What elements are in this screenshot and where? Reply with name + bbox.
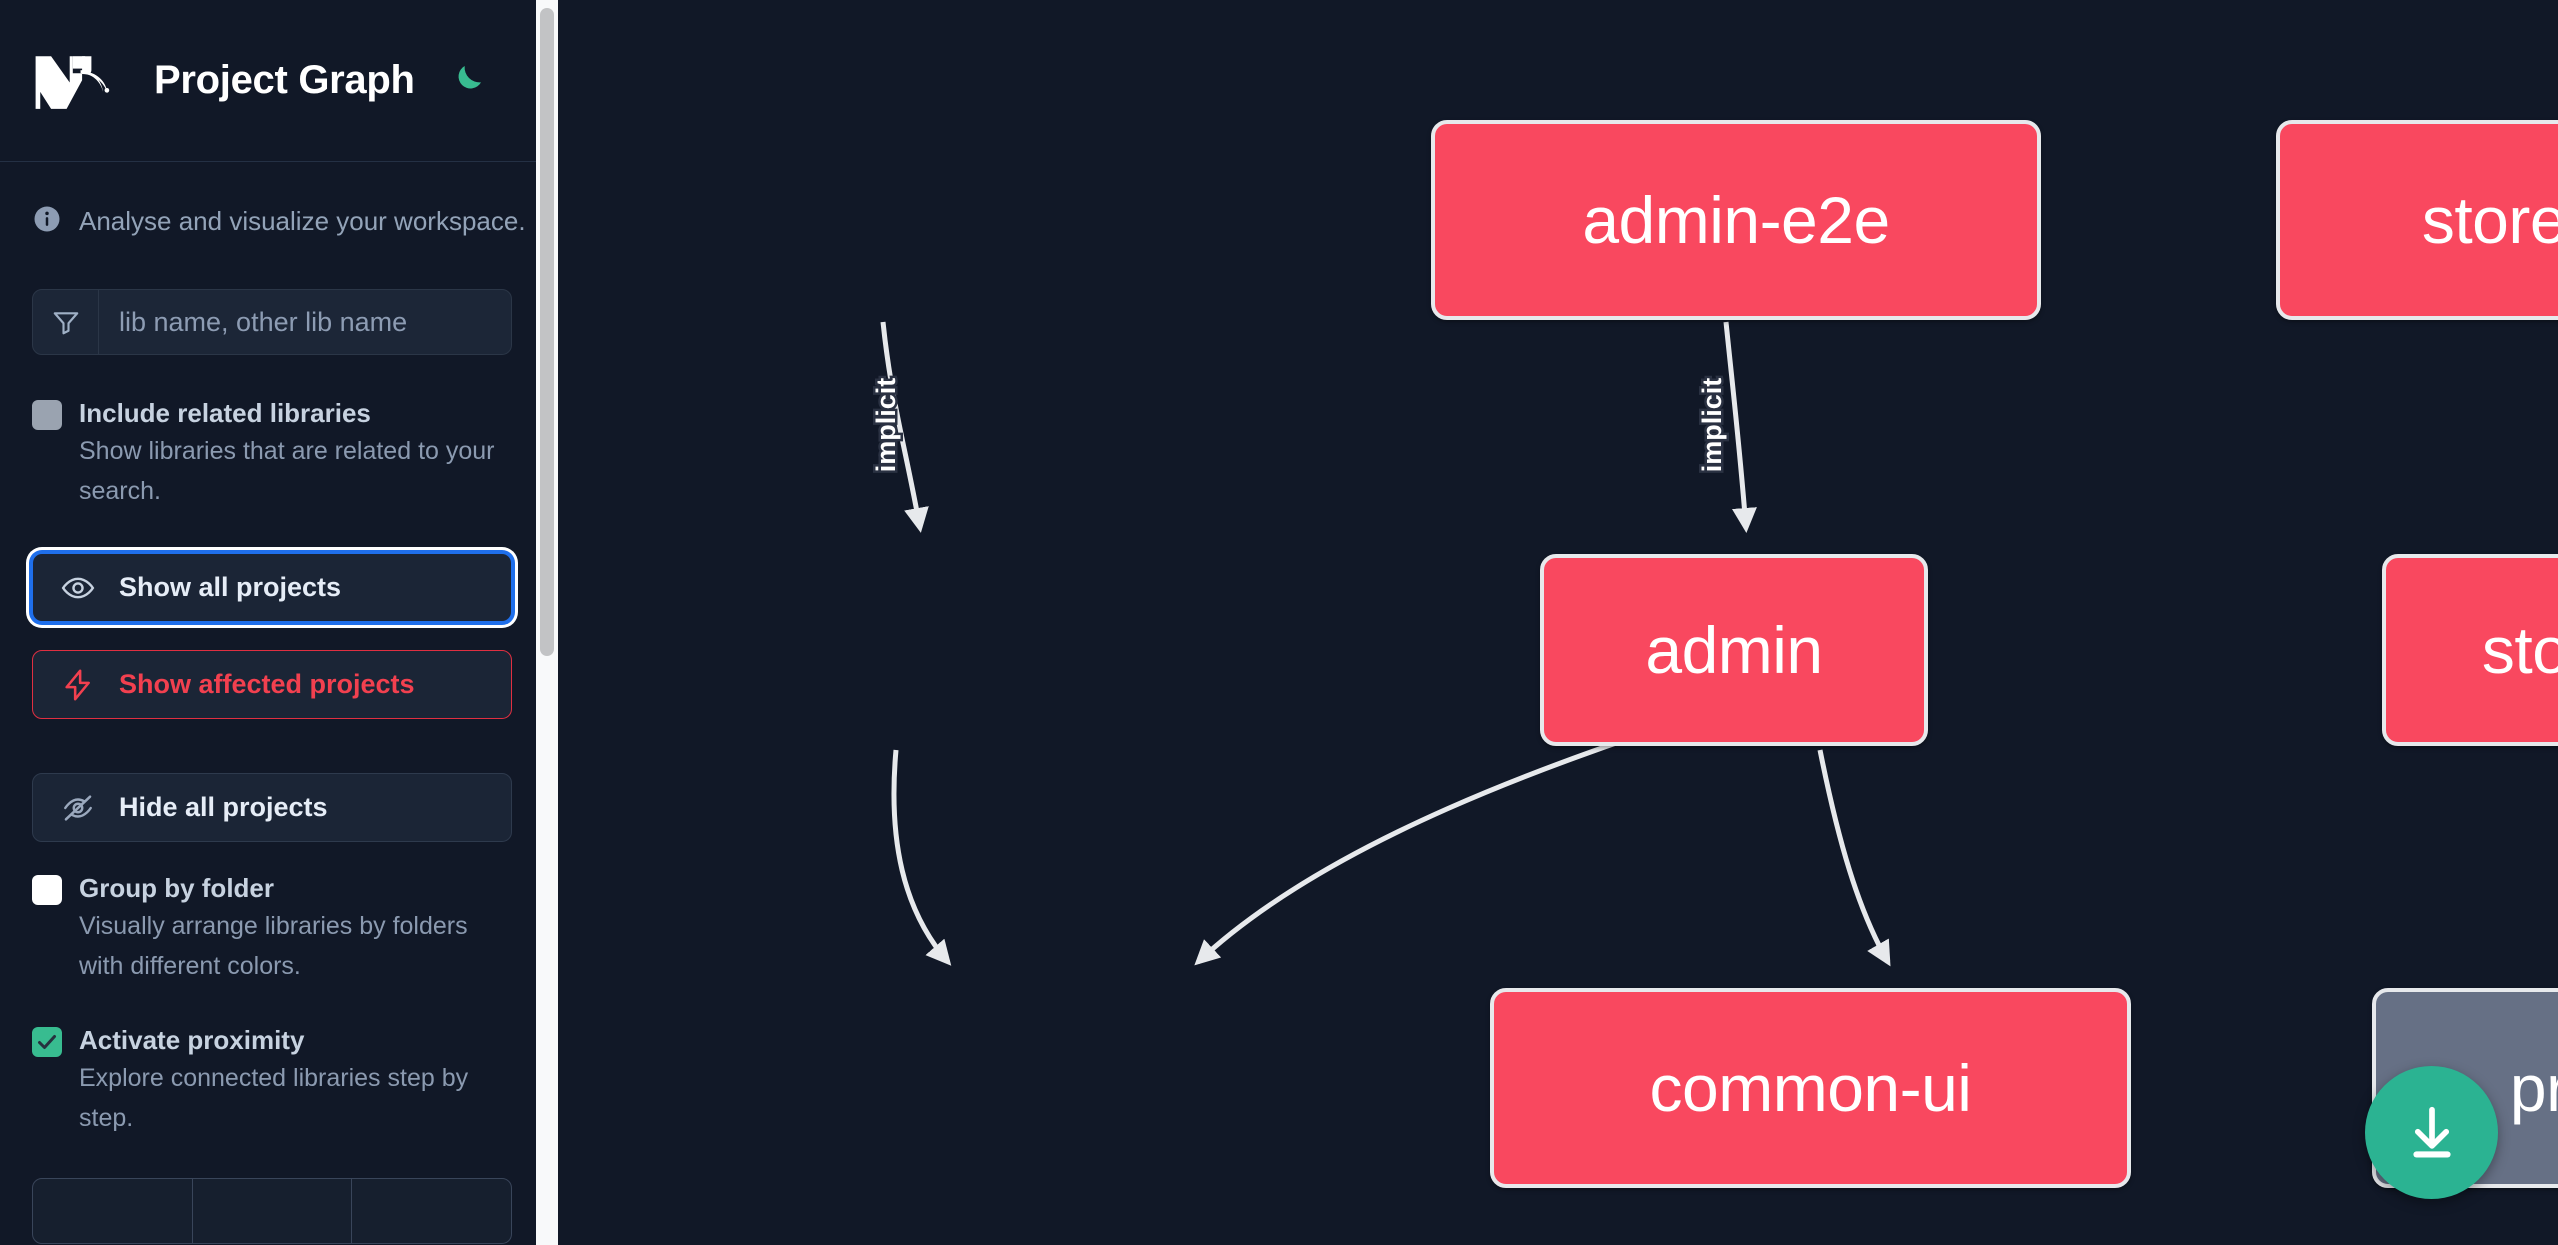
search-section <box>0 239 544 355</box>
option-label: Group by folder <box>79 873 274 903</box>
proximity-segment-1[interactable] <box>33 1179 193 1243</box>
checkbox-include-related-libraries[interactable] <box>32 400 62 430</box>
eye-off-icon <box>59 789 97 827</box>
button-label: Hide all projects <box>119 792 328 822</box>
edge-store-to-products <box>1817 749 1891 967</box>
node-label: store <box>2481 613 2558 687</box>
edge-store-e2e-to-store <box>1723 321 1757 533</box>
graph-canvas[interactable]: implicit implicit admin-e2e store-e2e ad… <box>558 0 2558 1245</box>
option-include-related-libraries[interactable]: Include related libraries Show libraries… <box>0 395 544 511</box>
tagline-text: Analyse and visualize your workspace. <box>79 206 526 236</box>
info-icon <box>32 204 62 239</box>
download-graph-button[interactable] <box>2365 1066 2498 1199</box>
checkbox-group-by-folder[interactable] <box>32 875 62 905</box>
option-label: Include related libraries <box>79 398 371 428</box>
proximity-segment-2[interactable] <box>193 1179 353 1243</box>
node-label: common-ui <box>1649 1051 1972 1125</box>
node-label: admin-e2e <box>1582 183 1890 257</box>
button-label: Show affected projects <box>119 669 415 699</box>
app-title: Project Graph <box>154 58 415 102</box>
moon-icon[interactable] <box>443 58 489 104</box>
show-all-projects-button[interactable]: Show all projects <box>32 553 512 622</box>
node-label: admin <box>1645 613 1823 687</box>
edge-admin-to-common-ui <box>891 749 952 966</box>
edge-admin-e2e-to-admin <box>880 321 929 533</box>
checkbox-activate-proximity[interactable] <box>32 1027 62 1057</box>
graph-node-common-ui[interactable]: common-ui <box>1490 988 2131 1188</box>
option-description: Visually arrange libraries by folders wi… <box>79 912 468 980</box>
sidebar-scrollbar-thumb[interactable] <box>540 8 554 656</box>
eye-icon <box>59 569 97 607</box>
graph-node-admin[interactable]: admin <box>1540 554 1928 746</box>
node-label: store-e2e <box>2421 183 2558 257</box>
filter-funnel-icon[interactable] <box>33 290 99 354</box>
search-input[interactable] <box>99 290 511 354</box>
nx-logo-icon <box>32 50 126 112</box>
sidebar-scrollbar-track[interactable] <box>536 0 558 1245</box>
edge-label-implicit-admin: implicit <box>871 378 901 473</box>
sidebar: Project Graph Analyse and visualize yo <box>0 0 558 1245</box>
action-buttons: Show all projects Show affected projects <box>0 553 544 842</box>
sidebar-header: Project Graph <box>0 0 544 162</box>
graph-node-store-e2e[interactable]: store-e2e <box>2276 120 2558 320</box>
proximity-segment-3[interactable] <box>352 1179 511 1243</box>
option-description: Explore connected libraries step by step… <box>79 1064 469 1132</box>
option-group-by-folder[interactable]: Group by folder Visually arrange librari… <box>0 870 544 986</box>
option-activate-proximity[interactable]: Activate proximity Explore connected lib… <box>0 1022 544 1138</box>
proximity-segmented-control <box>0 1178 544 1244</box>
hide-all-projects-button[interactable]: Hide all projects <box>32 773 512 842</box>
graph-node-store[interactable]: store <box>2382 554 2558 746</box>
option-description: Show libraries that are related to your … <box>79 437 495 505</box>
button-label: Show all projects <box>119 572 342 602</box>
graph-node-admin-e2e[interactable]: admin-e2e <box>1431 120 2041 320</box>
option-label: Activate proximity <box>79 1025 305 1055</box>
download-icon <box>2412 1106 2451 1158</box>
sidebar-scroll-content: Project Graph Analyse and visualize yo <box>0 0 558 1245</box>
edge-label-implicit-store: implicit <box>1697 378 1727 473</box>
tagline: Analyse and visualize your workspace. <box>0 162 544 239</box>
graph-edges-layer: implicit implicit <box>869 321 1891 967</box>
show-affected-projects-button[interactable]: Show affected projects <box>32 650 512 719</box>
lightning-bolt-icon <box>59 666 97 704</box>
search-box[interactable] <box>32 289 512 355</box>
node-label: products <box>2509 1051 2558 1125</box>
